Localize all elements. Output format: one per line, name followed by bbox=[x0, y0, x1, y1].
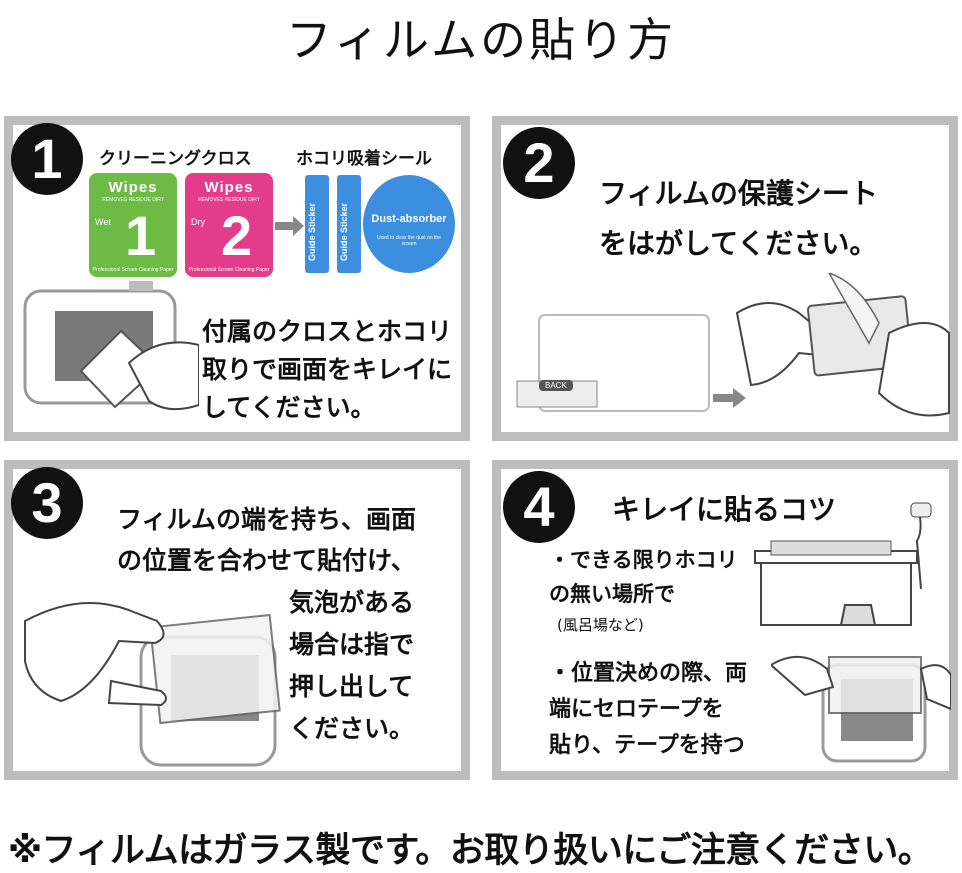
tip-1: ・できる限りホコリ の無い場所で bbox=[549, 548, 738, 606]
wipe-title: Wipes bbox=[108, 179, 158, 196]
guide-sticker: Guide Sticker bbox=[305, 175, 329, 273]
step-number-badge: 1 bbox=[11, 123, 83, 195]
wipe-tag: Dry bbox=[191, 217, 205, 227]
step-2-instructions: フィルムの保護シート をはがしてください。 bbox=[599, 177, 878, 260]
guide-sticker-label: Guide Sticker bbox=[307, 202, 317, 261]
step-1-instructions: 付属のクロスとホコリ 取りで画面をキレイに してください。 bbox=[202, 317, 453, 422]
step-1-panel: 1 クリーニングクロス ホコリ吸着シール Wipes REMOVES RESID… bbox=[4, 116, 470, 441]
film-sheet-illustration bbox=[516, 314, 710, 412]
film-alignment-illustration bbox=[24, 602, 281, 767]
wipe-title: Wipes bbox=[204, 179, 254, 196]
back-label: BACK bbox=[539, 380, 573, 391]
tip-2: ・位置決めの際、両 端にセロテープを 貼り、テープを持つ bbox=[549, 661, 748, 758]
wipe-subtitle: REMOVES RESIDUE DIRT bbox=[102, 197, 164, 203]
step-number-badge: 3 bbox=[11, 467, 83, 539]
wipe-tag: Wet bbox=[95, 217, 111, 227]
dust-absorber-sticker: Dust-absorber Used to clear the dust on … bbox=[363, 175, 455, 273]
arrow-right-icon bbox=[275, 216, 304, 236]
step-3-instructions-top: フィルムの端を持ち、画面 の位置を合わせて貼付け、 bbox=[117, 505, 417, 575]
bathtub-illustration bbox=[754, 502, 932, 626]
arrow-right-icon bbox=[713, 388, 746, 408]
page-title: フィルムの貼り方 bbox=[285, 13, 677, 67]
dust-absorber-label: Dust-absorber bbox=[371, 213, 447, 225]
wipe-number: 2 bbox=[221, 204, 253, 267]
tip-1-note: (風呂場など) bbox=[557, 616, 644, 634]
wet-wipe-card: Wipes REMOVES RESIDUE DIRT Wet 1 Profess… bbox=[89, 173, 177, 277]
cleaning-cloth-label: クリーニングクロス bbox=[99, 149, 252, 169]
step-3-instructions-bottom: 気泡がある 場合は指で 押し出して ください。 bbox=[289, 588, 415, 743]
dust-absorber-sub: Used to clear the dust on the screen bbox=[377, 235, 441, 247]
footer-note: ※フィルムはガラス製です。お取り扱いにご注意ください。 bbox=[8, 831, 933, 871]
peeling-hands-illustration bbox=[735, 273, 950, 417]
wipe-footer: Professional Screen Cleaning Paper bbox=[92, 267, 174, 273]
step-4-panel: 4 キレイに貼るコツ ・できる限りホコリ の無い場所で (風呂場など) ・位置決… bbox=[492, 460, 958, 780]
step-4-heading: キレイに貼るコツ bbox=[612, 493, 837, 526]
device-cleaning-illustration bbox=[23, 281, 199, 411]
wipe-footer: Professional Screen Cleaning Paper bbox=[188, 267, 270, 273]
step-2-panel: 2 フィルムの保護シート をはがしてください。 BACK bbox=[492, 116, 958, 441]
guide-sticker-label: Guide Sticker bbox=[339, 202, 349, 261]
wipe-number: 1 bbox=[125, 204, 157, 267]
guide-sticker: Guide Sticker bbox=[337, 175, 361, 273]
tape-hands-illustration bbox=[771, 655, 951, 763]
dry-wipe-card: Wipes REMOVES RESIDUE DIRT Dry 2 Profess… bbox=[185, 173, 273, 277]
wipe-subtitle: REMOVES RESIDUE DIRT bbox=[198, 197, 260, 203]
step-number-badge: 4 bbox=[503, 471, 575, 543]
dust-sticker-label: ホコリ吸着シール bbox=[296, 149, 432, 169]
step-number-badge: 2 bbox=[503, 127, 575, 199]
step-3-panel: 3 フィルムの端を持ち、画面 の位置を合わせて貼付け、 気泡がある 場合は指で … bbox=[4, 460, 470, 780]
